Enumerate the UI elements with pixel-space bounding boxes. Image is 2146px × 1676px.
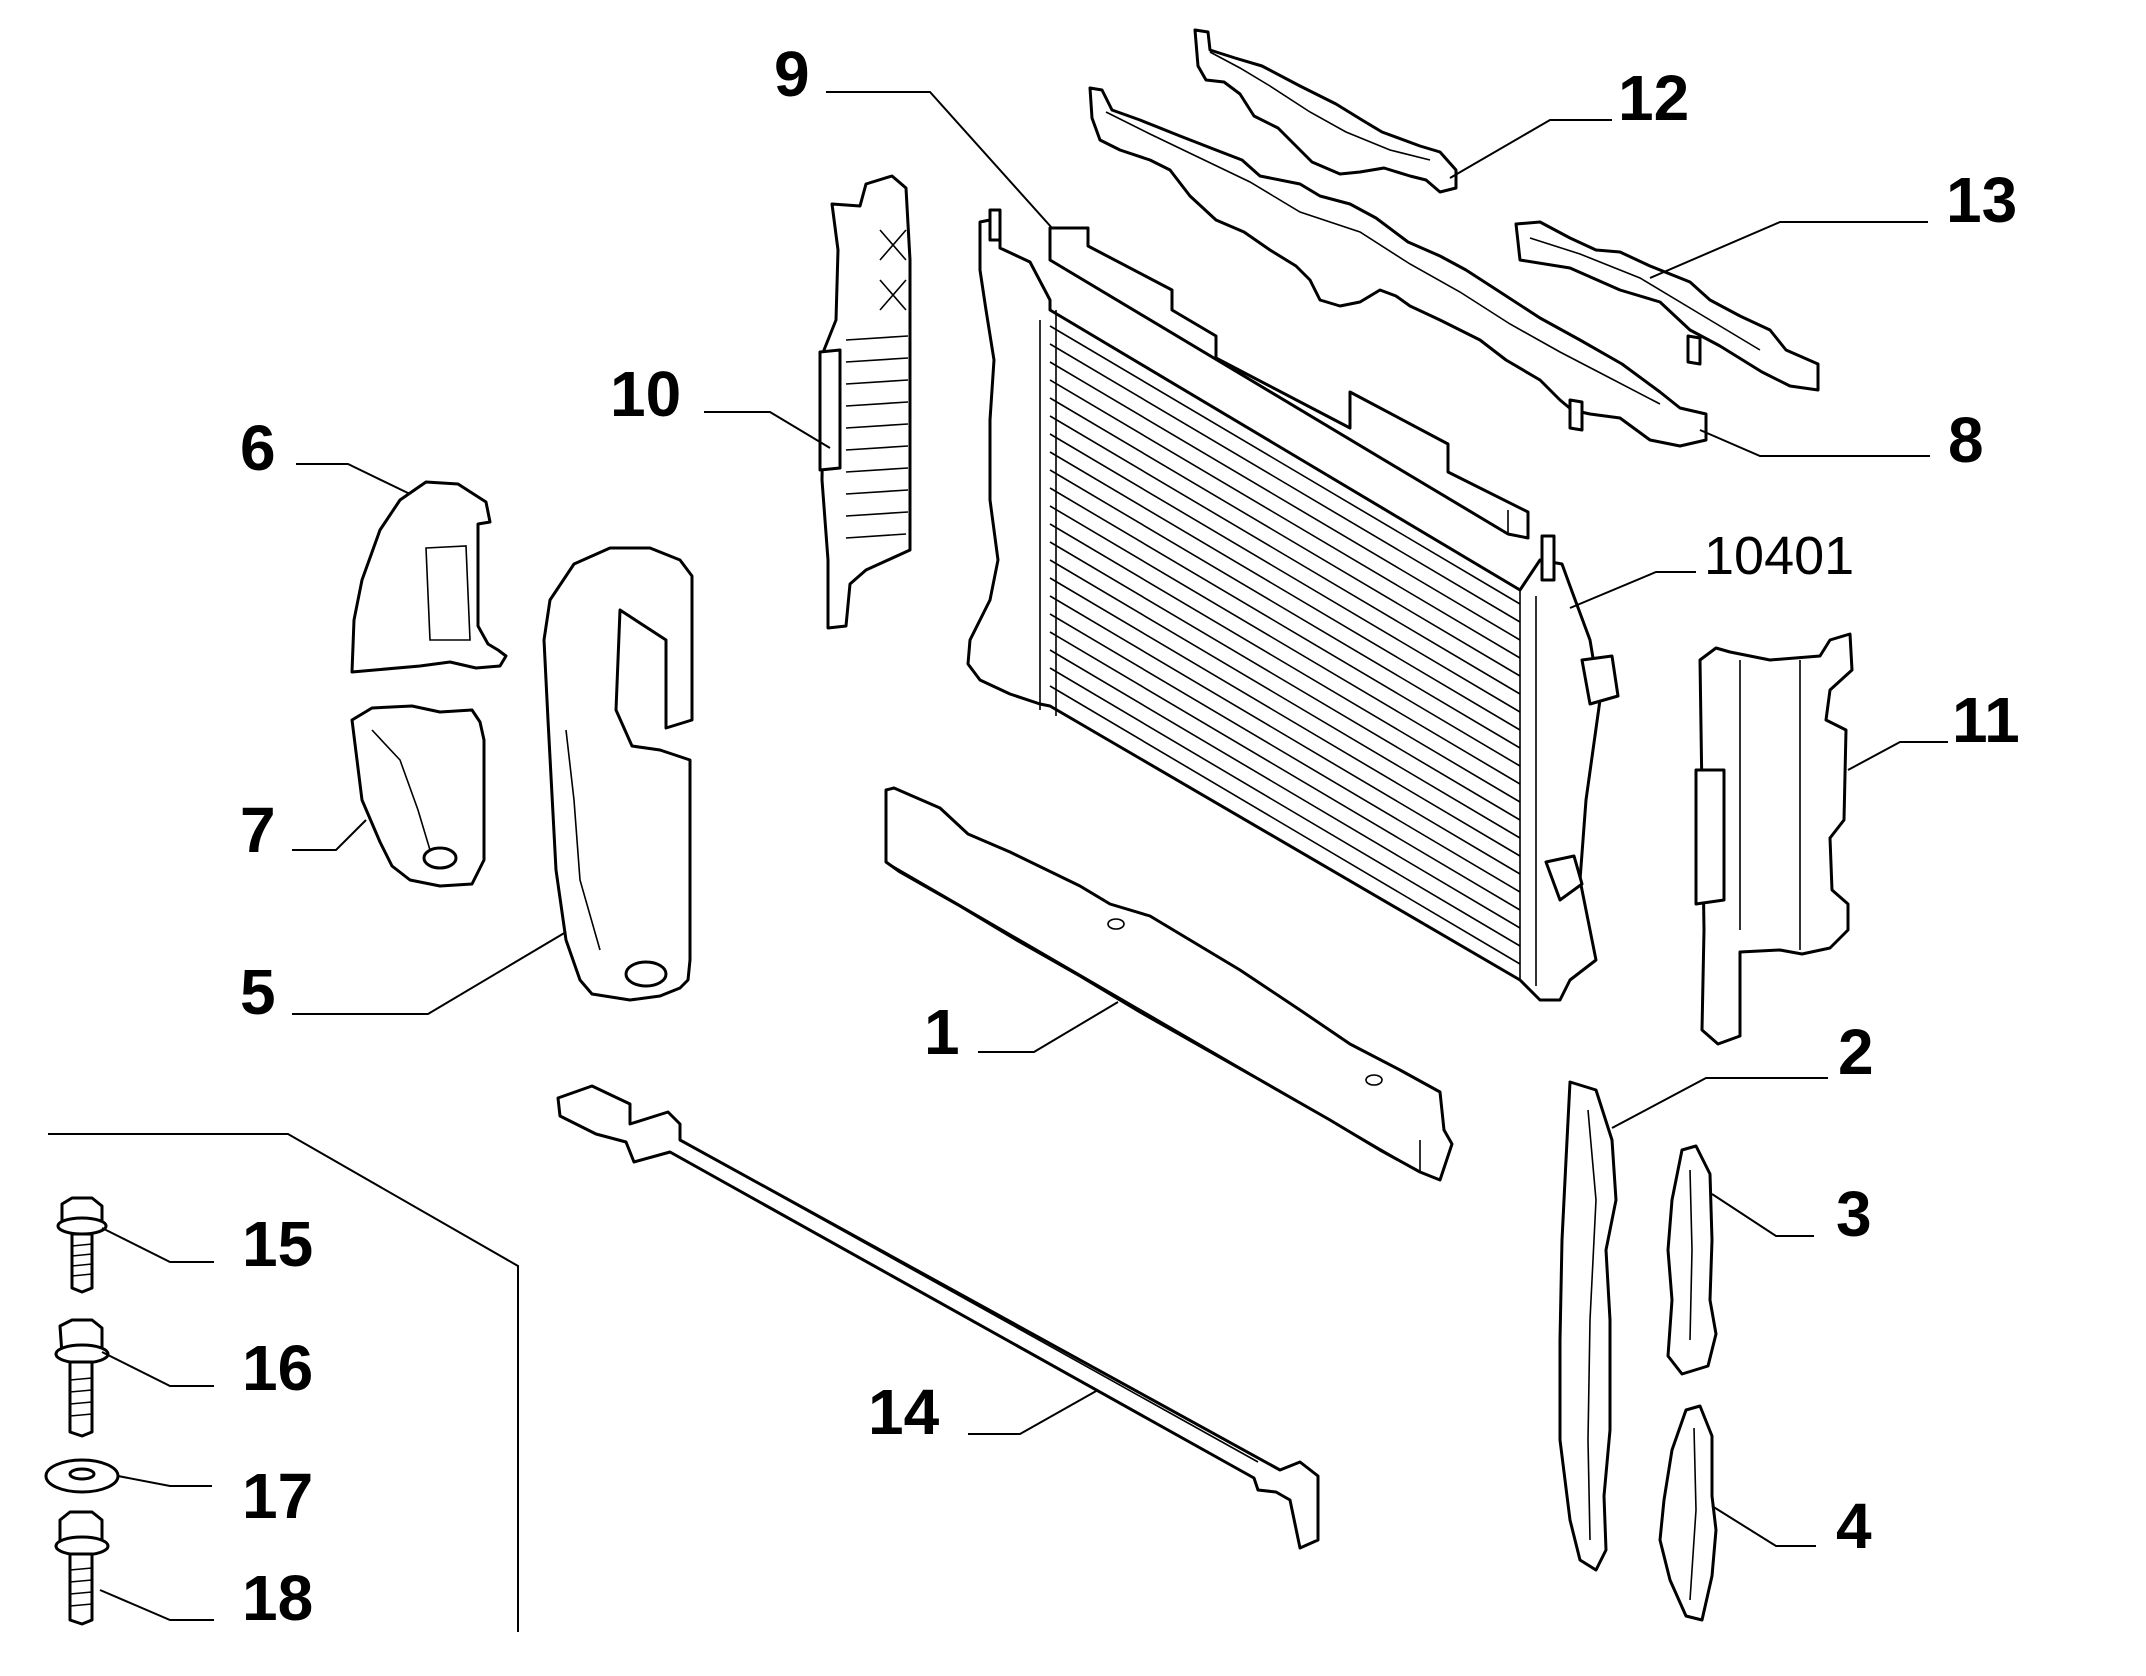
part-1-lower-seal <box>884 786 1454 1182</box>
label-16: 16 <box>242 1332 313 1404</box>
part-3-seal <box>1666 1144 1718 1376</box>
leader-15 <box>101 1227 214 1263</box>
leader-9 <box>826 91 1053 229</box>
leader-7 <box>292 819 367 851</box>
label-17: 17 <box>242 1460 313 1532</box>
leader-18 <box>99 1589 214 1621</box>
part-2-seal <box>1558 1080 1618 1572</box>
label-14: 14 <box>868 1376 940 1448</box>
label-9: 9 <box>774 38 810 110</box>
label-3: 3 <box>1836 1178 1872 1250</box>
label-10401: 10401 <box>1704 526 1854 586</box>
radiator-core <box>966 208 1620 1002</box>
label-12: 12 <box>1618 62 1689 134</box>
leader-17 <box>117 1475 212 1487</box>
leader-6 <box>296 463 411 495</box>
label-18: 18 <box>242 1562 313 1634</box>
leader-11 <box>1847 741 1948 771</box>
leader-8 <box>1699 429 1930 457</box>
leader-5 <box>292 931 567 1015</box>
leader-10401 <box>1569 571 1696 609</box>
part-12-upper-bracket <box>1193 28 1458 194</box>
hardware-group-bracket <box>48 1133 519 1632</box>
label-10: 10 <box>610 358 681 430</box>
part-13-upper-bracket <box>1514 220 1820 392</box>
label-2: 2 <box>1838 1016 1874 1088</box>
leader-4 <box>1711 1505 1816 1547</box>
label-11: 11 <box>1952 684 2020 756</box>
leader-3 <box>1711 1193 1814 1237</box>
leader-lines <box>48 91 1948 1632</box>
label-1: 1 <box>924 996 960 1068</box>
leader-13 <box>1649 221 1928 279</box>
part-10-vertical-bracket <box>818 174 912 630</box>
part-labels: 9 12 13 10 8 6 10401 11 7 5 1 2 3 14 4 1… <box>240 38 2020 1634</box>
part-6-deflector <box>350 480 508 674</box>
label-6: 6 <box>240 412 276 484</box>
label-8: 8 <box>1948 404 1984 476</box>
part-18-bolt <box>54 1510 110 1626</box>
label-7: 7 <box>240 794 276 866</box>
label-13: 13 <box>1946 164 2017 236</box>
part-14-strap <box>556 1084 1320 1550</box>
leader-10 <box>704 411 831 449</box>
leader-12 <box>1449 119 1612 179</box>
label-5: 5 <box>240 956 276 1028</box>
part-4-seal <box>1658 1404 1718 1622</box>
part-7-deflector <box>350 704 486 888</box>
label-15: 15 <box>242 1208 313 1280</box>
part-15-bolt <box>56 1196 108 1294</box>
part-17-washer <box>44 1458 120 1494</box>
leader-14 <box>968 1389 1099 1435</box>
part-8-crossmember <box>1088 86 1708 448</box>
part-5-deflector <box>542 546 694 1002</box>
part-9-upper-seal <box>1048 226 1530 540</box>
leader-16 <box>101 1351 214 1387</box>
leader-2 <box>1611 1077 1828 1129</box>
leader-1 <box>978 1001 1119 1053</box>
part-16-bolt <box>54 1318 110 1438</box>
label-4: 4 <box>1836 1490 1872 1562</box>
part-11-side-bracket <box>1694 632 1854 1046</box>
